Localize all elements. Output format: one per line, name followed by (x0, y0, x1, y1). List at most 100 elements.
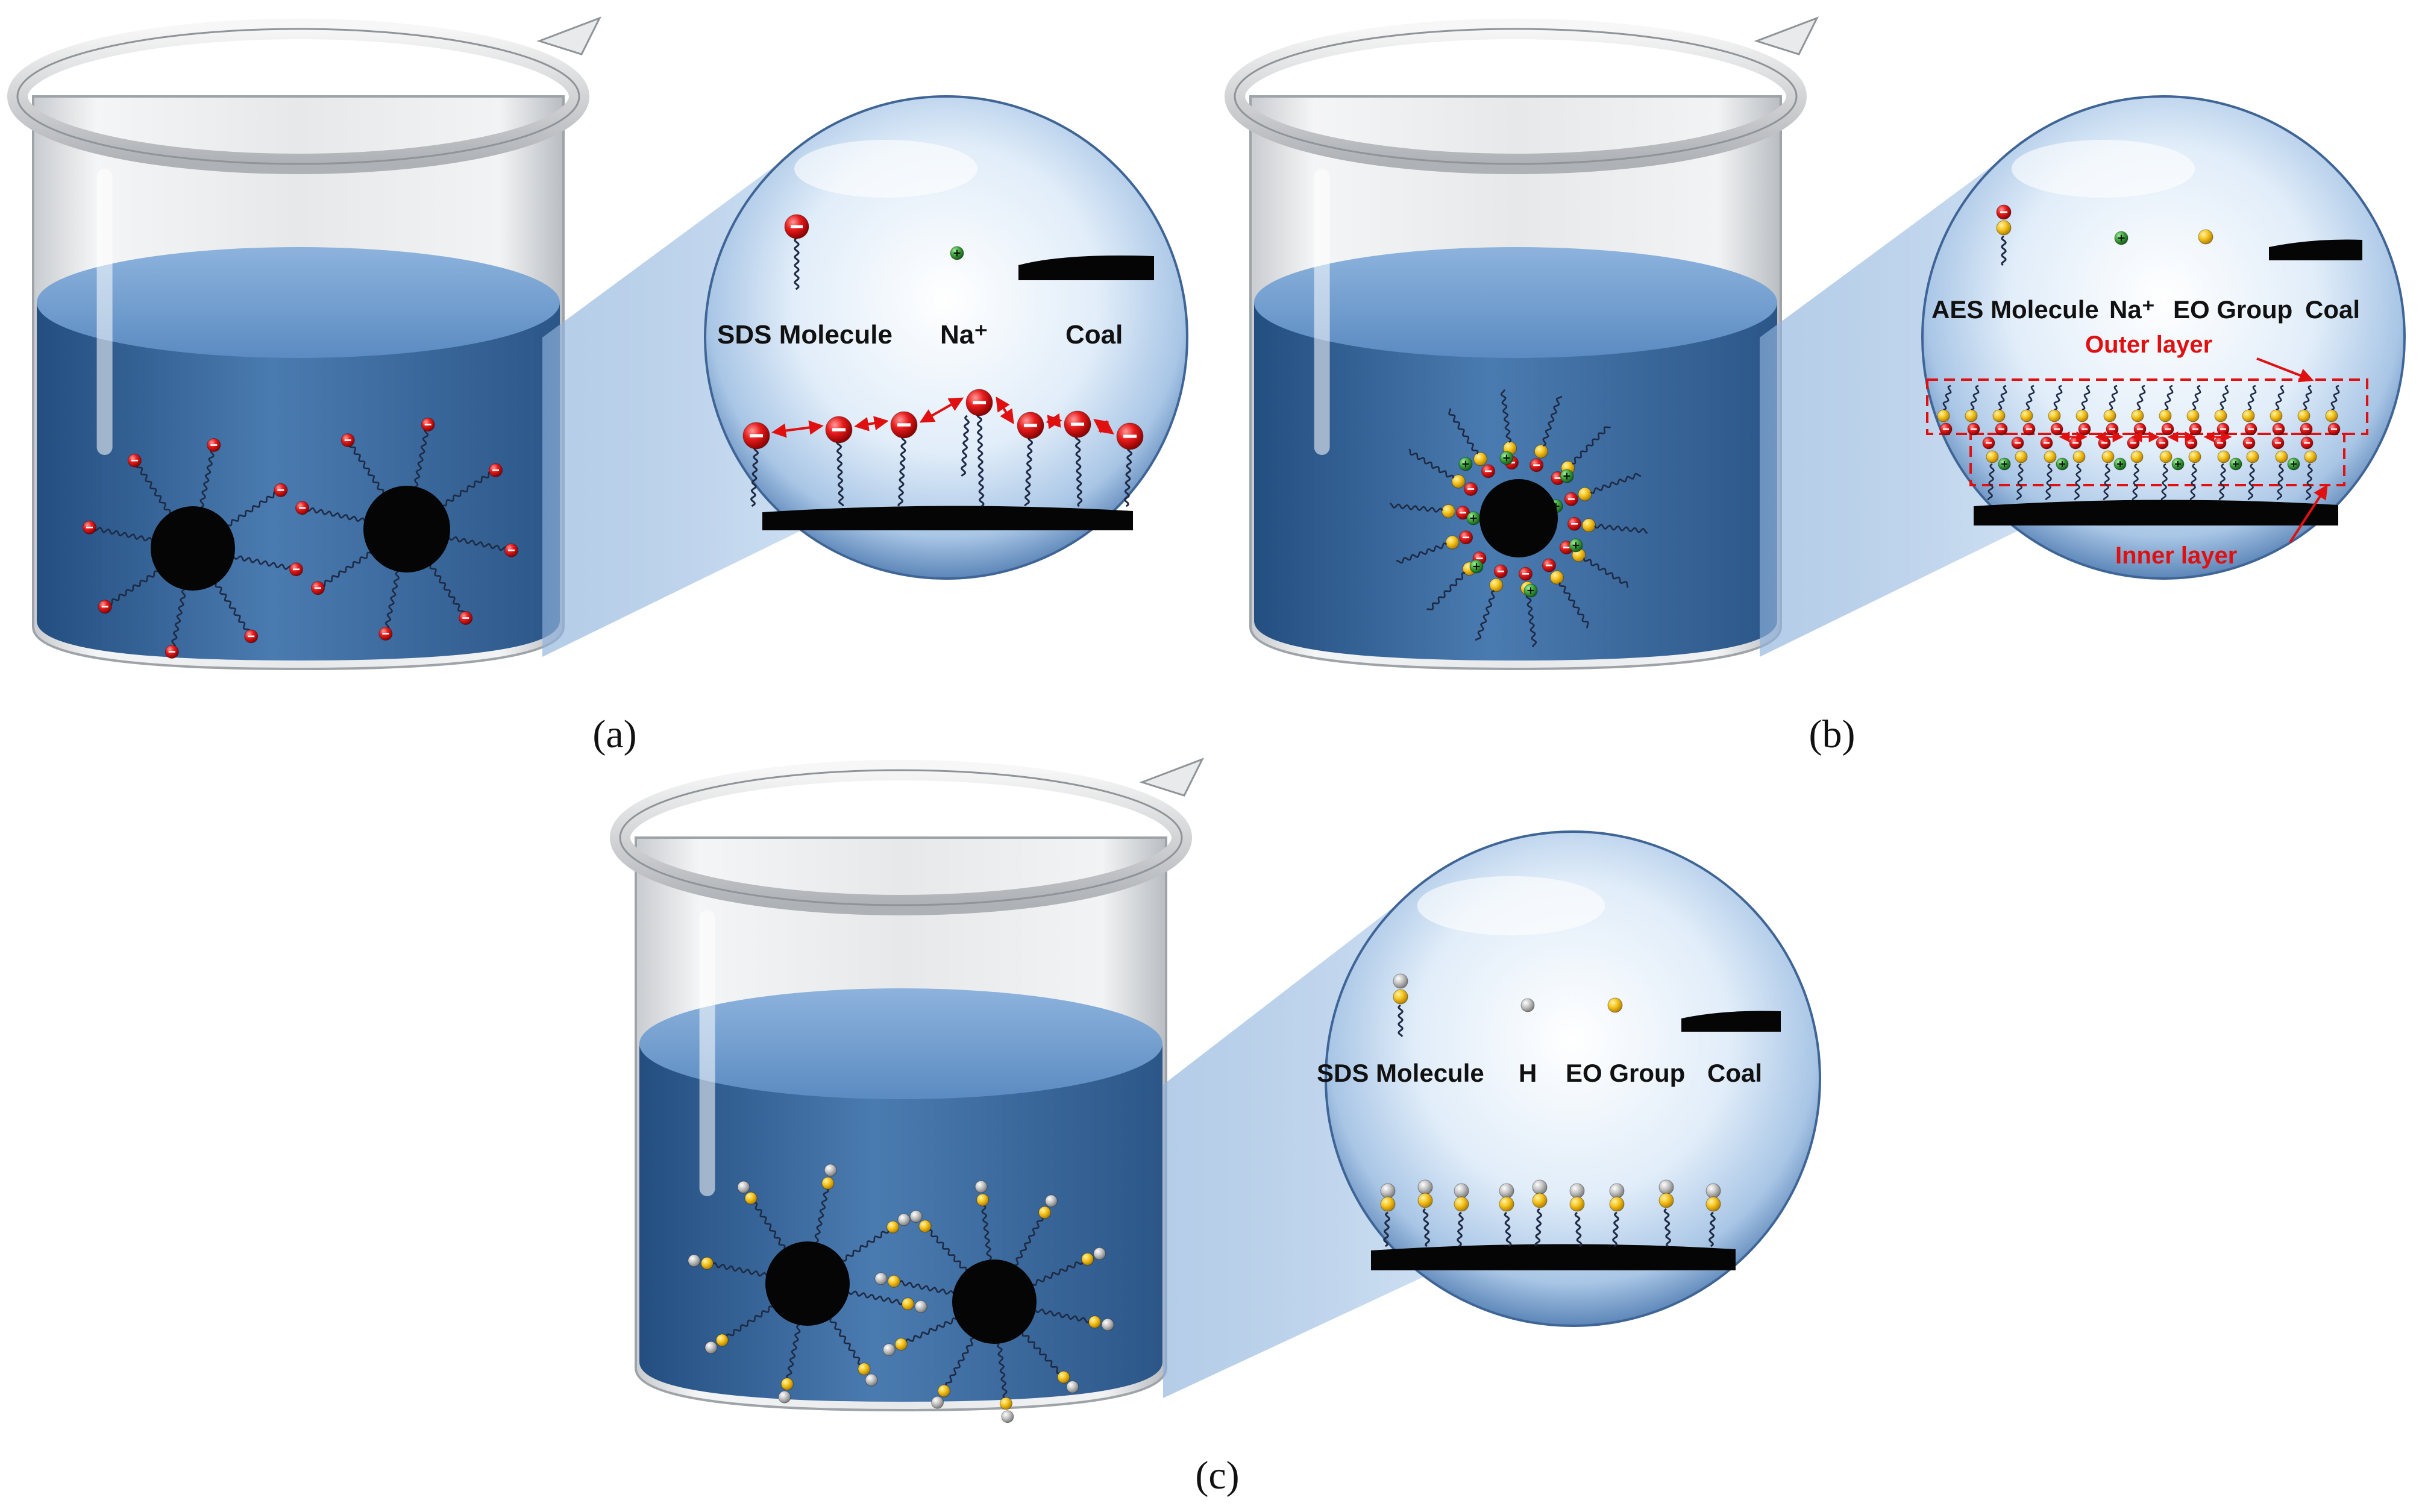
panel-c-caption: (c) (1195, 1454, 1239, 1498)
eo-group (1937, 409, 1950, 422)
minus-sign (2130, 442, 2136, 444)
hydrocarbon-tail (1456, 1211, 1464, 1247)
legend-ion-label: Na⁺ (2109, 295, 2155, 324)
eo-group (858, 1363, 871, 1376)
minus-sign (1971, 428, 1977, 430)
hydrocarbon-tail (942, 1337, 974, 1391)
eo-group (918, 1220, 932, 1233)
eo-group (1549, 570, 1564, 585)
hydrocarbon-tail (1542, 395, 1563, 447)
hydrogen-atom (824, 1164, 837, 1177)
eo-group (2217, 450, 2230, 463)
eo-group (1489, 578, 1504, 592)
eo-group (1081, 1252, 1094, 1266)
eo-group (1609, 1196, 1625, 1212)
hydrocarbon-tail (1970, 384, 1980, 411)
minus-sign (2246, 442, 2252, 444)
hydrocarbon-tail (2189, 463, 2197, 501)
minus-sign (2165, 428, 2171, 430)
water-surface (37, 247, 560, 358)
minus-sign (1545, 564, 1552, 566)
hydrocarbon-tail (1123, 446, 1133, 507)
eo-group (2131, 409, 2144, 422)
hydrocarbon-tail (2025, 384, 2035, 411)
hydrocarbon-tail (1611, 1211, 1620, 1247)
hydrocarbon-tail (794, 237, 800, 290)
eo-group (894, 1338, 908, 1351)
minus-sign (1508, 462, 1515, 464)
minus-sign (168, 651, 175, 653)
coal-surface (762, 506, 1133, 530)
minus-sign (492, 469, 500, 471)
minus-sign (344, 439, 351, 441)
hydrocarbon-tail (893, 1279, 954, 1295)
minus-sign (2331, 428, 2337, 430)
minus-sign (973, 401, 986, 404)
hydrocarbon-tail (2103, 463, 2110, 501)
panel-a-caption: (a) (592, 712, 636, 756)
legend-coal-label: Coal (1065, 320, 1123, 350)
eo-group (2297, 409, 2311, 422)
eo-group (1532, 1193, 1548, 1208)
inner-layer-arrow (2289, 484, 2328, 544)
hydrocarbon-tail (1408, 448, 1454, 478)
plus-sign (2062, 461, 2063, 467)
eo-group (744, 1191, 758, 1205)
minus-sign (2000, 211, 2007, 213)
eo-group (1992, 409, 2006, 422)
hydrogen-atom (1417, 1179, 1433, 1195)
hydrocarbon-tail (2016, 463, 2024, 501)
minus-sign (2192, 428, 2198, 430)
hydrogen-atom (931, 1396, 944, 1409)
hydrocarbon-tail (961, 415, 970, 477)
plus-sign (1575, 542, 1577, 549)
hydrocarbon-tail (429, 565, 466, 619)
minus-sign (1554, 477, 1561, 479)
minus-sign (2137, 428, 2143, 430)
minus-sign (791, 225, 803, 228)
minus-sign (2044, 442, 2050, 444)
hydrocarbon-tail (1583, 558, 1629, 588)
plus-sign (1475, 563, 1478, 570)
eo-group (2159, 450, 2173, 463)
hydrogen-atom (1609, 1183, 1625, 1199)
hydrocarbon-tail (2136, 384, 2146, 411)
hydrocarbon-tail (1558, 582, 1589, 629)
water-surface (639, 988, 1162, 1099)
hydrocarbon-tail (814, 1182, 830, 1243)
hydrocarbon-tail (1075, 434, 1083, 507)
hydrogen-atom (737, 1181, 750, 1194)
hydrocarbon-tail (233, 555, 297, 572)
minus-sign (1998, 428, 2004, 430)
eo-group (1581, 518, 1596, 533)
minus-sign (314, 587, 321, 589)
coal-particle (151, 506, 235, 591)
hydrocarbon-tail (2074, 463, 2082, 501)
plus-sign (1464, 460, 1467, 468)
eo-group (2103, 409, 2116, 422)
outer-layer-arrow (2256, 357, 2314, 383)
eo-group (2325, 409, 2338, 422)
hydrocarbon-tail (1396, 542, 1448, 564)
minus-sign (2101, 442, 2107, 444)
zoom-bubble (1325, 830, 1821, 1327)
hydrocarbon-tail (1594, 524, 1648, 534)
hydrocarbon-tail (104, 570, 158, 607)
hydrocarbon-tail (448, 536, 512, 553)
hydrocarbon-tail (721, 1305, 773, 1341)
hydrocarbon-tail (1015, 1212, 1047, 1266)
minus-sign (1567, 498, 1575, 500)
plus-sign (1566, 472, 1568, 480)
hydrocarbon-tail (2218, 463, 2226, 501)
eo-group (1445, 535, 1460, 550)
bubble-highlight (794, 140, 977, 198)
minus-sign (1123, 434, 1137, 438)
hydrogen-atom (865, 1373, 878, 1387)
beaker-rim-edge (619, 769, 1183, 906)
minus-sign (2220, 428, 2226, 430)
eo-group (887, 1275, 900, 1288)
hydrogen-atom (688, 1254, 701, 1267)
minus-sign (2276, 428, 2282, 430)
minus-sign (1522, 572, 1529, 575)
hydrogen-atom (778, 1390, 791, 1404)
